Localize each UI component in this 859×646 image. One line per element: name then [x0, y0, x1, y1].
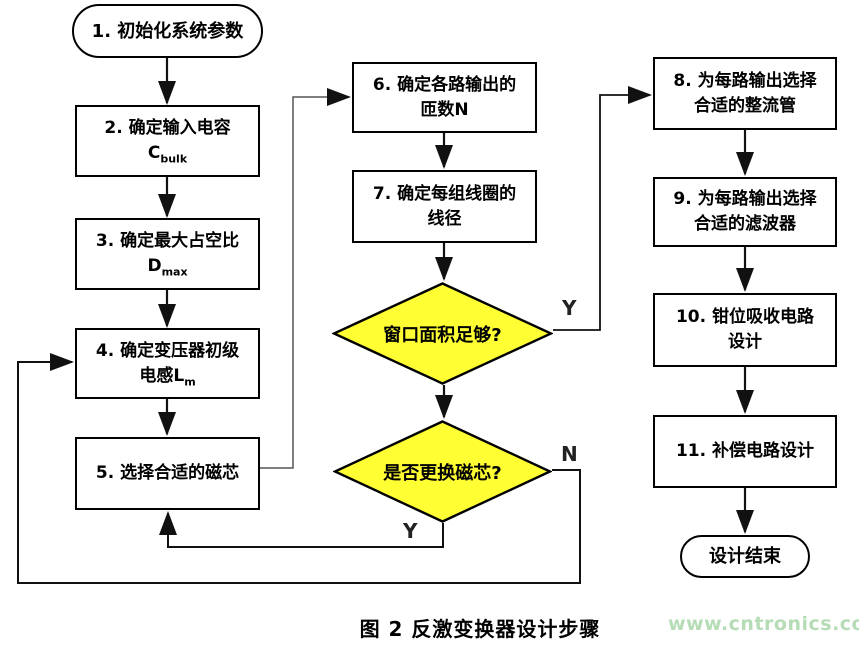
- node-text-line: 匝数N: [420, 99, 469, 120]
- diamond-shape: [333, 420, 552, 523]
- node-text-line: 6. 确定各路输出的: [372, 74, 517, 95]
- node-text-line: 3. 确定最大占空比: [95, 231, 240, 251]
- node-step11-compensation: 11. 补偿电路设计: [653, 415, 837, 488]
- decision-window-area: 窗口面积足够?: [332, 282, 553, 385]
- watermark-text: www.cntronics.com: [668, 613, 859, 635]
- edge-label-decision2-no: N: [561, 442, 578, 466]
- node-step5-select-core: 5. 选择合适的磁芯: [75, 437, 260, 510]
- node-step9-filter: 9. 为每路输出选择 合适的滤波器: [653, 177, 837, 247]
- decision-change-core: 是否更换磁芯?: [333, 420, 552, 523]
- edge-label-decision2-yes: Y: [403, 519, 418, 543]
- node-text-line: Dmax: [147, 256, 188, 279]
- node-text-line: 电感Lm: [139, 365, 196, 388]
- node-text-line: 合适的整流管: [694, 95, 796, 116]
- decision-label: 窗口面积足够?: [383, 324, 502, 346]
- node-text-line: 9. 为每路输出选择: [673, 189, 817, 209]
- node-text-line: 4. 确定变压器初级: [95, 340, 240, 361]
- node-label: 11. 补偿电路设计: [675, 441, 815, 461]
- node-step4-primary-inductance: 4. 确定变压器初级 电感Lm: [75, 328, 260, 399]
- node-label: 1. 初始化系统参数: [91, 20, 244, 42]
- node-text-line: 2. 确定输入电容: [104, 118, 231, 138]
- node-text-line: 10. 钳位吸收电路: [675, 307, 815, 327]
- node-text-line: 8. 为每路输出选择: [673, 70, 817, 91]
- decision-label: 是否更换磁芯?: [383, 462, 502, 484]
- node-text-line: 合适的滤波器: [694, 214, 796, 234]
- figure-caption: 图 2 反激变换器设计步骤: [359, 617, 601, 641]
- edge-label-decision1-yes: Y: [562, 296, 577, 320]
- diamond-shape: [332, 282, 553, 385]
- node-step8-rectifier: 8. 为每路输出选择 合适的整流管: [653, 57, 837, 130]
- node-label: 5. 选择合适的磁芯: [95, 463, 240, 483]
- node-step2-input-capacitor: 2. 确定输入电容 Cbulk: [75, 105, 260, 177]
- node-step10-clamp-snubber: 10. 钳位吸收电路 设计: [653, 293, 837, 367]
- node-end-design-finished: 设计结束: [680, 535, 810, 578]
- node-step7-wire-diameter: 7. 确定每组线圈的 线径: [352, 170, 537, 243]
- node-step6-output-turns: 6. 确定各路输出的 匝数N: [352, 62, 537, 133]
- node-text-line: Cbulk: [147, 143, 188, 166]
- node-step3-max-duty-cycle: 3. 确定最大占空比 Dmax: [75, 218, 260, 290]
- node-start-init-params: 1. 初始化系统参数: [72, 4, 263, 58]
- node-label: 设计结束: [709, 546, 781, 567]
- node-text-line: 线径: [427, 208, 462, 229]
- node-text-line: 设计: [728, 332, 762, 352]
- node-text-line: 7. 确定每组线圈的: [372, 183, 517, 204]
